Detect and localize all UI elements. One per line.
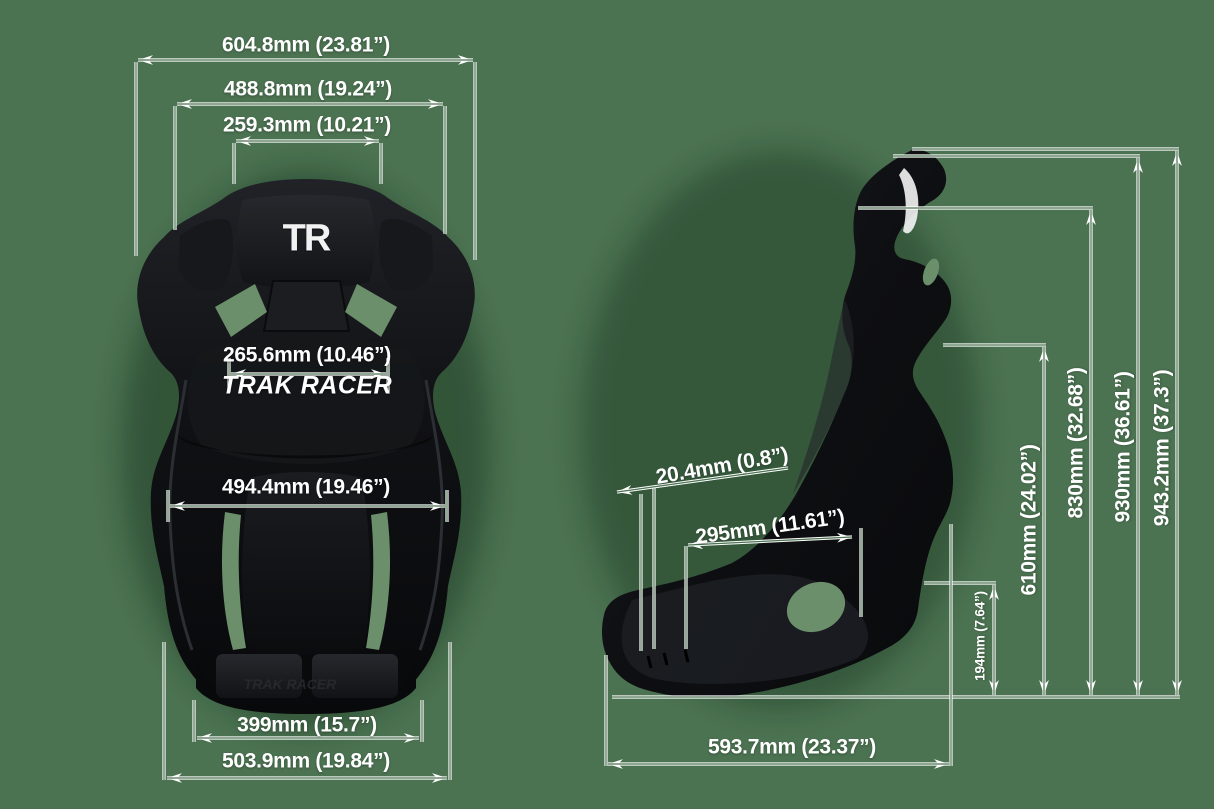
dim-base-depth-label: 593.7mm (23.37”) bbox=[708, 735, 876, 759]
dim-headrest-height-label: 930mm (36.61”) bbox=[1111, 371, 1135, 523]
front-right-bolster-highlight bbox=[418, 379, 444, 651]
side-headrest-cutout bbox=[922, 258, 940, 286]
front-right-wing-pad bbox=[378, 218, 433, 292]
front-right-shoulder-cutout bbox=[345, 284, 397, 337]
side-dimension-lines bbox=[604, 147, 1182, 769]
dim-hip-height-label: 610mm (24.02”) bbox=[1017, 444, 1041, 596]
dim-base-inner-width-label: 399mm (15.7”) bbox=[237, 713, 377, 737]
side-back-sheen bbox=[793, 300, 854, 494]
trak-racer-logo-text: TRAK RACER bbox=[221, 371, 393, 400]
front-left-cushion bbox=[216, 654, 302, 698]
dim-shoulder-width-label: 488.8mm (19.24”) bbox=[224, 77, 392, 101]
front-left-thigh-slot bbox=[221, 512, 246, 650]
dim-overall-width-label: 604.8mm (23.81”) bbox=[222, 33, 390, 57]
dim-overall-height-label: 943.2mm (37.3”) bbox=[1150, 369, 1174, 527]
dim-base-width-label: 503.9mm (19.84”) bbox=[222, 749, 390, 773]
side-base-cutout bbox=[786, 581, 846, 633]
front-backrest-panel bbox=[187, 335, 425, 464]
embossed-brand-text: TRAK RACER bbox=[243, 676, 337, 692]
dim-front-lip-height-label: 194mm (7.64”) bbox=[972, 591, 988, 681]
dim-seat-width-label: 494.4mm (19.46”) bbox=[222, 475, 390, 499]
front-seat-illustration bbox=[137, 179, 475, 714]
dim-shoulder-height-label: 830mm (32.68”) bbox=[1064, 367, 1088, 519]
tr-headrest-logo: TR bbox=[282, 217, 332, 260]
dim-headrest-width-label: 259.3mm (10.21”) bbox=[223, 113, 391, 137]
front-seat-pan bbox=[242, 472, 370, 654]
dim-headrest-inner-width-label: 265.6mm (10.46”) bbox=[223, 343, 391, 367]
side-headrest-highlight bbox=[899, 168, 919, 234]
front-left-wing-pad bbox=[179, 218, 234, 292]
front-right-cushion bbox=[312, 654, 398, 698]
front-right-thigh-slot bbox=[366, 512, 391, 650]
side-seat-shell bbox=[601, 149, 954, 698]
side-lip-notches bbox=[646, 649, 690, 669]
front-left-shoulder-cutout bbox=[215, 284, 267, 337]
front-left-bolster-highlight bbox=[168, 379, 194, 651]
front-belt-panel bbox=[263, 280, 350, 332]
front-dimension-lines bbox=[134, 55, 477, 783]
front-waist-band bbox=[178, 436, 434, 459]
front-headrest-pad bbox=[237, 194, 375, 289]
side-seat-illustration bbox=[601, 149, 954, 698]
